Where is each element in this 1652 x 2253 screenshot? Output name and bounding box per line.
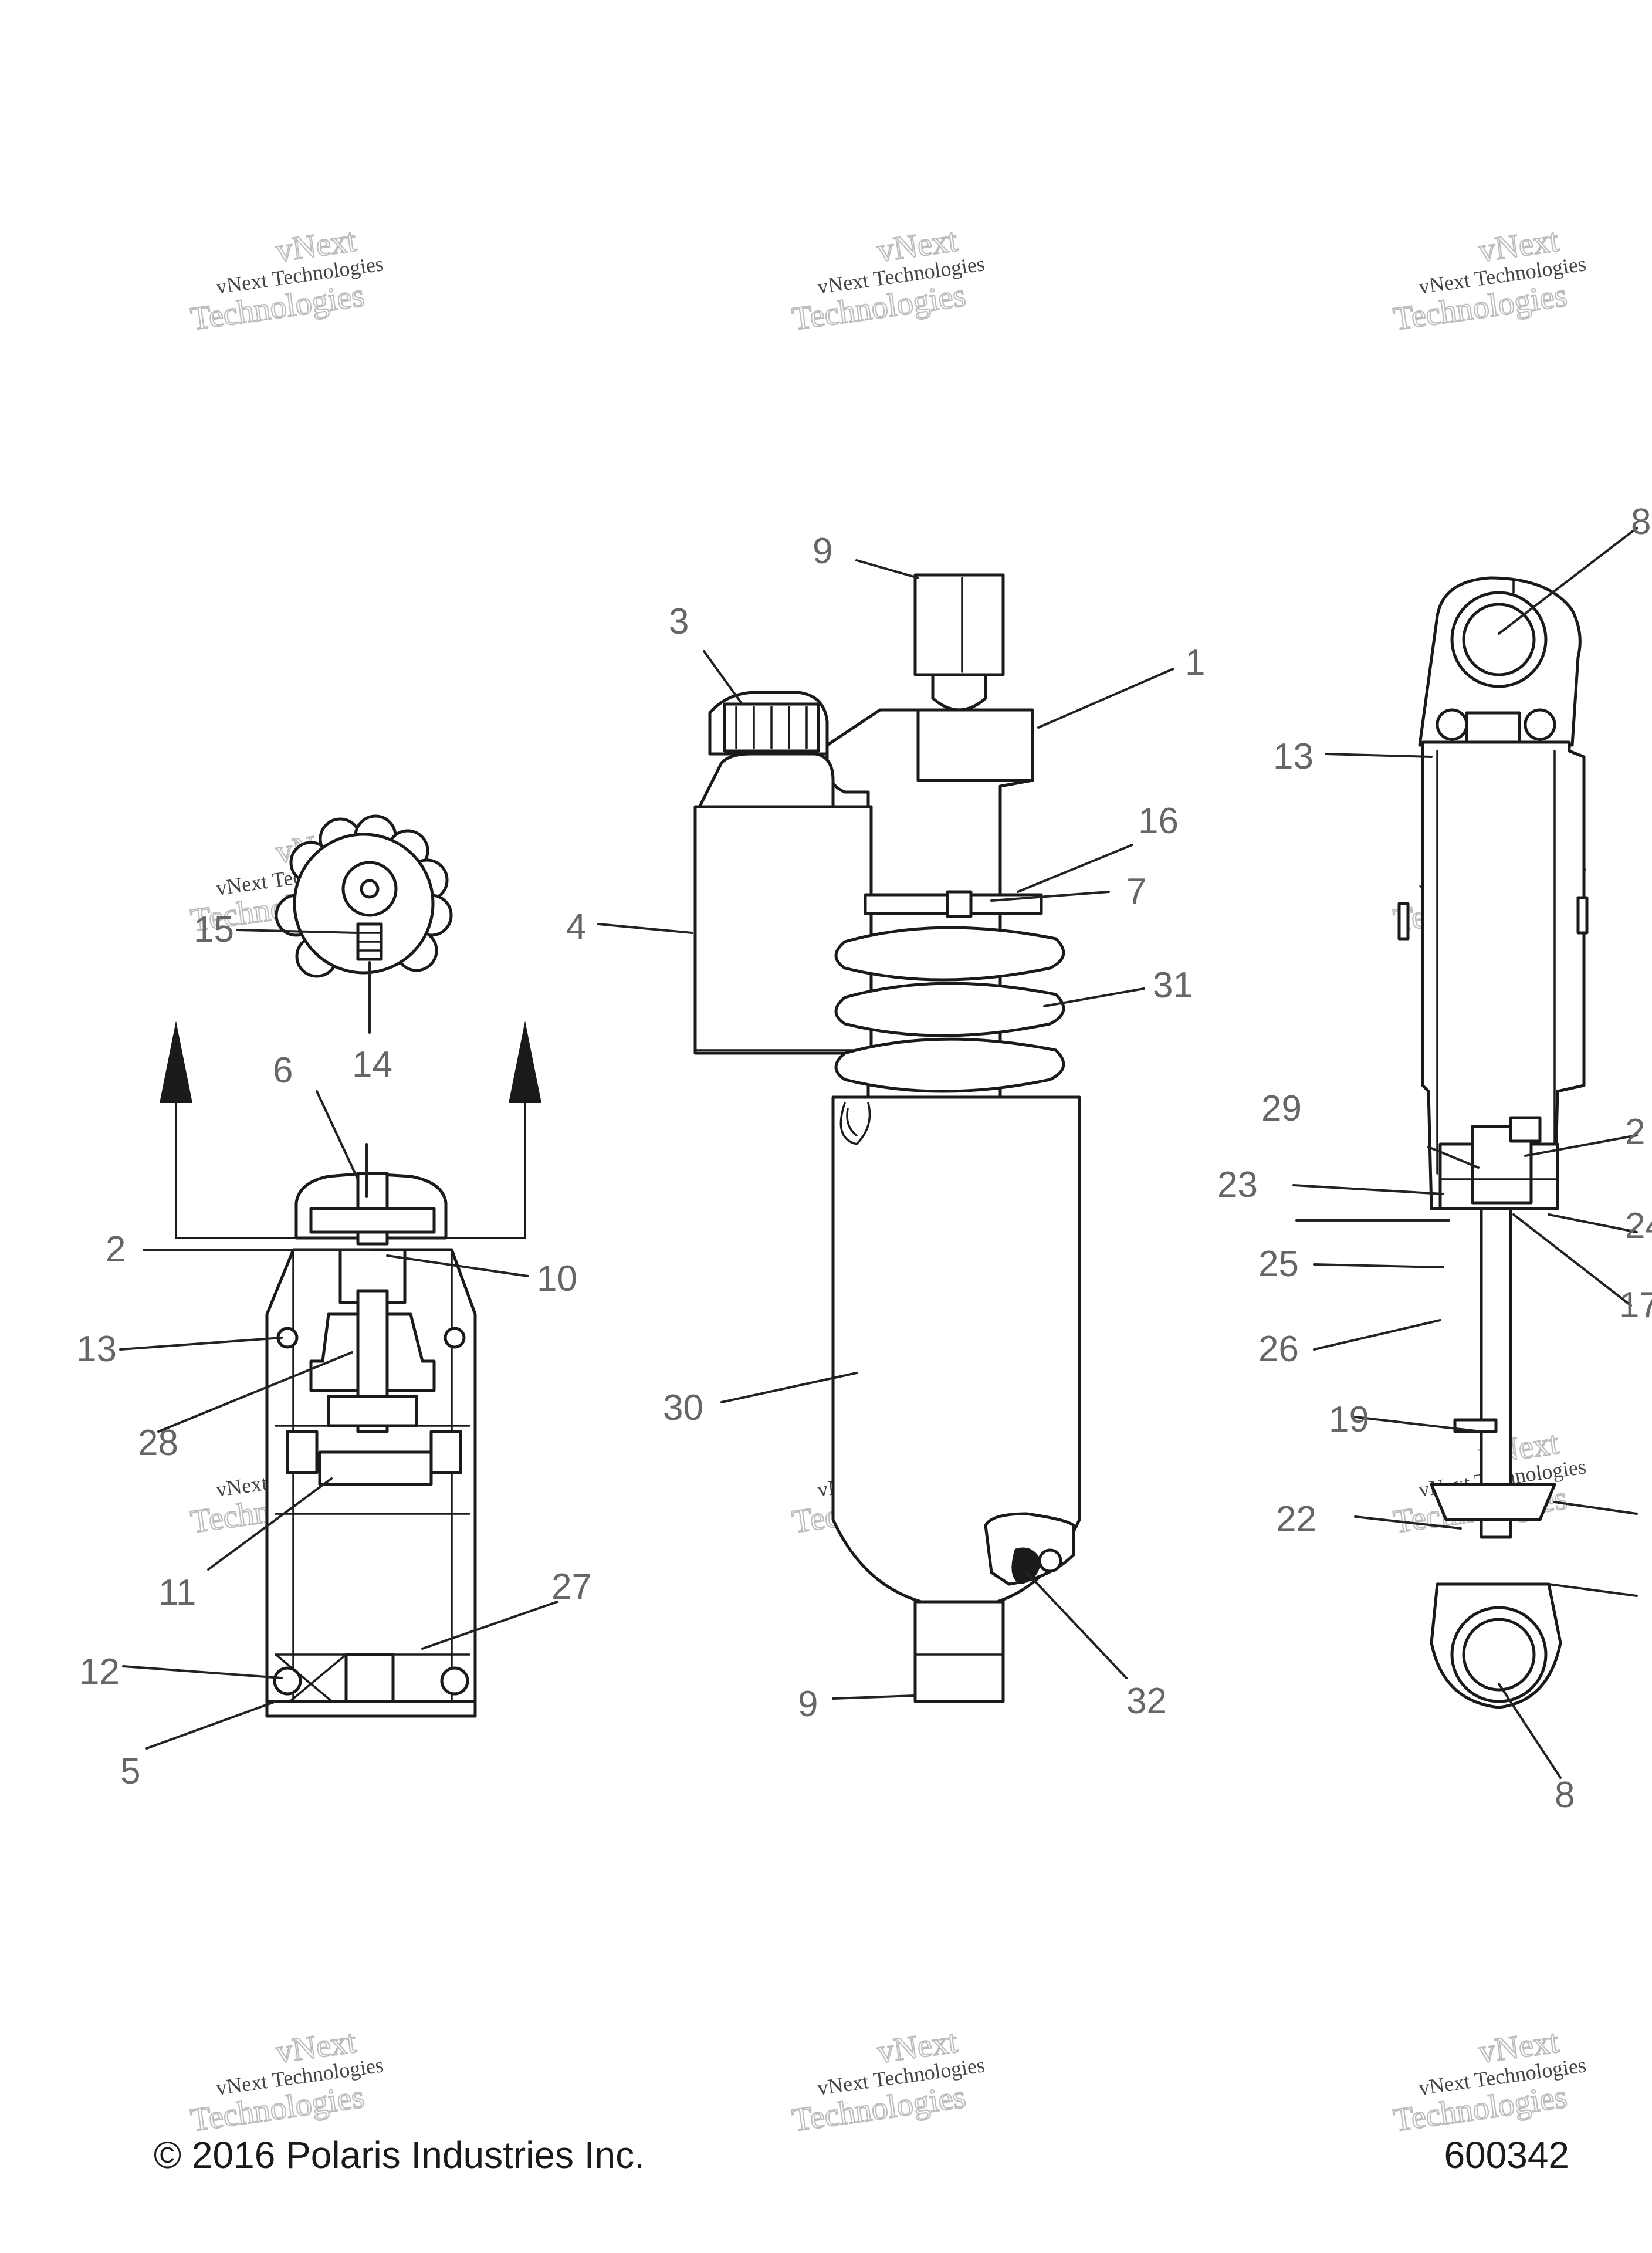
callout-leaders bbox=[119, 527, 1638, 1779]
callout-15: 15 bbox=[194, 909, 234, 950]
callout-16: 16 bbox=[1138, 801, 1179, 841]
callout-29: 29 bbox=[1261, 1088, 1302, 1129]
callout-14: 14 bbox=[352, 1044, 392, 1085]
adjuster-knob-detail bbox=[275, 814, 453, 978]
callout-13-right: 13 bbox=[1273, 736, 1314, 777]
shock-assembly-main-view bbox=[693, 573, 1081, 1703]
callout-6: 6 bbox=[273, 1050, 293, 1091]
callout-13-left: 13 bbox=[76, 1329, 117, 1369]
callout-9-top: 9 bbox=[813, 531, 832, 571]
callout-31: 31 bbox=[1153, 965, 1193, 1006]
callout-19: 19 bbox=[1329, 1399, 1369, 1440]
callout-17: 17 bbox=[1619, 1285, 1652, 1325]
callout-3: 3 bbox=[669, 601, 689, 642]
callout-27: 27 bbox=[551, 1567, 592, 1607]
callout-2-left: 2 bbox=[106, 1229, 126, 1270]
figure-number: 600342 bbox=[1444, 2134, 1569, 2176]
callout-23: 23 bbox=[1217, 1165, 1258, 1205]
copyright-text: © 2016 Polaris Industries Inc. bbox=[154, 2134, 645, 2176]
callout-9-bottom: 9 bbox=[798, 1684, 818, 1724]
callout-25: 25 bbox=[1258, 1244, 1299, 1284]
callout-22: 22 bbox=[1276, 1499, 1316, 1540]
callout-32: 32 bbox=[1126, 1681, 1167, 1721]
callout-10: 10 bbox=[537, 1259, 577, 1299]
callout-5: 5 bbox=[120, 1751, 140, 1792]
callout-11: 11 bbox=[158, 1572, 196, 1613]
callout-8-bottom: 8 bbox=[1555, 1775, 1575, 1815]
callout-24: 24 bbox=[1625, 1206, 1652, 1246]
callout-8-top: 8 bbox=[1631, 502, 1651, 542]
callout-26: 26 bbox=[1258, 1329, 1299, 1369]
shock-side-section-view bbox=[1397, 576, 1589, 1709]
callout-2-right: 2 bbox=[1625, 1112, 1645, 1152]
reservoir-section-view bbox=[160, 1021, 541, 1718]
callout-4: 4 bbox=[566, 906, 586, 947]
callout-1: 1 bbox=[1185, 642, 1205, 683]
callout-30: 30 bbox=[663, 1388, 703, 1428]
callout-28: 28 bbox=[138, 1423, 178, 1463]
callout-7: 7 bbox=[1126, 871, 1146, 912]
callout-labels: 9 3 1 4 16 7 31 30 32 9 8 13 29 23 25 26… bbox=[76, 502, 1652, 1815]
callout-12: 12 bbox=[79, 1652, 120, 1692]
